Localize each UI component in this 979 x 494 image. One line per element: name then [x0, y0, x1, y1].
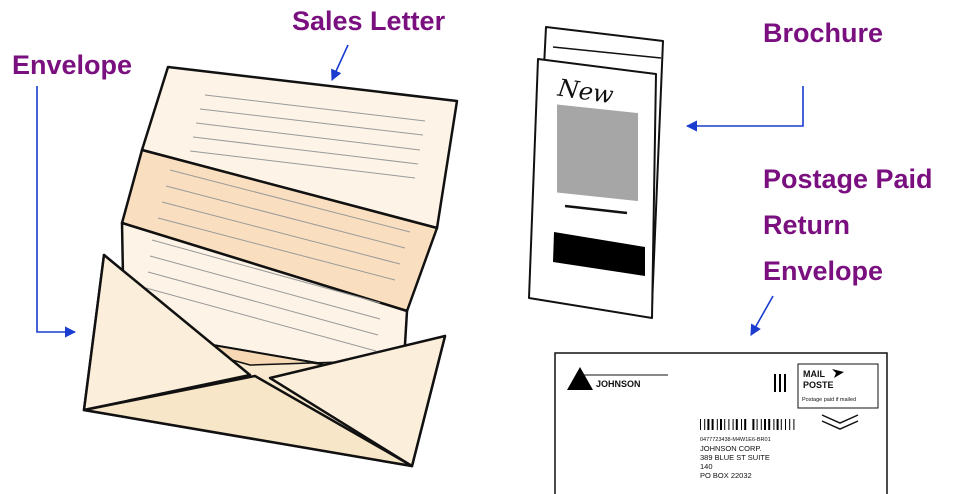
- address-line-3: 140: [700, 462, 713, 471]
- brochure-illustration: [529, 27, 663, 318]
- arrow-brochure: [687, 86, 803, 126]
- johnson-logo-text: JOHNSON: [596, 379, 641, 389]
- fim-marks: [774, 374, 786, 392]
- address-line-4: PO BOX 22032: [700, 471, 752, 480]
- postage-note: Postage paid if mailed: [802, 397, 856, 403]
- address-line-1: JOHNSON CORP.: [700, 444, 762, 453]
- postage-poste: POSTE: [803, 380, 834, 390]
- brochure-photo: [557, 105, 638, 202]
- address-line-2: 389 BLUE ST SUITE: [700, 453, 770, 462]
- postage-mail: MAIL: [803, 369, 825, 379]
- return-envelope: JOHNSON MAIL POSTE Postage paid if maile…: [555, 353, 887, 494]
- envelope-code: 0477723438-M4W1E6-BR01: [700, 437, 771, 443]
- arrow-return-envelope: [751, 296, 773, 335]
- arrow-envelope: [37, 86, 75, 332]
- arrow-sales-letter: [332, 45, 348, 80]
